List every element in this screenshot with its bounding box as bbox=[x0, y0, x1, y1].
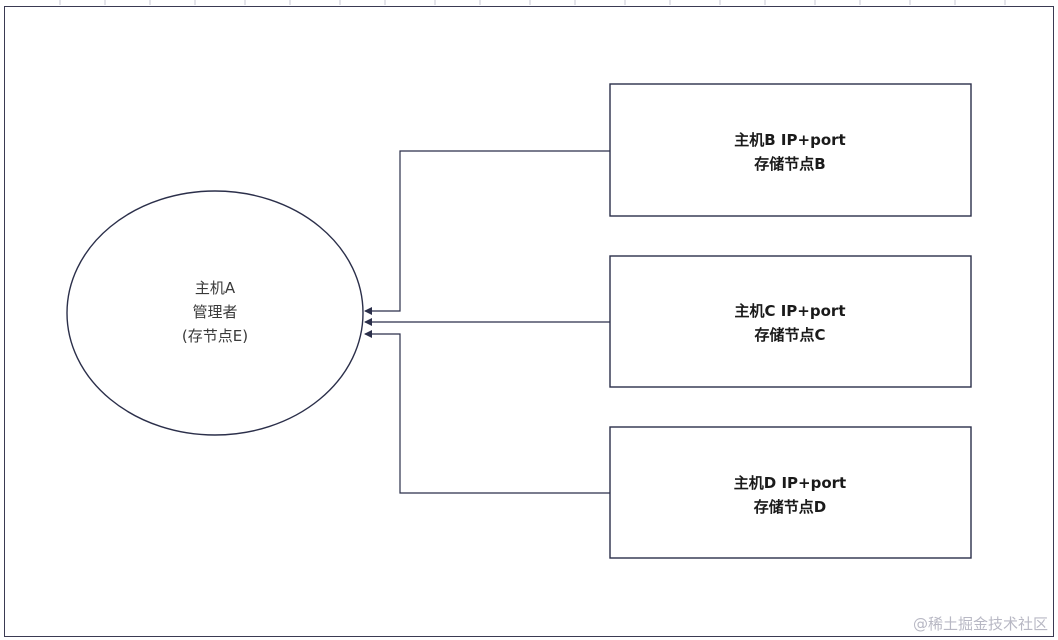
connector-b-to-a bbox=[364, 150, 610, 315]
node-c-line1: 主机C IP+port bbox=[734, 302, 846, 320]
connector-d-to-a bbox=[364, 330, 610, 494]
node-b-line2: 存储节点B bbox=[754, 155, 826, 173]
manager-ellipse bbox=[66, 190, 364, 436]
node-d-line1: 主机D IP+port bbox=[733, 474, 847, 492]
manager-label-line1: 主机A bbox=[194, 279, 236, 297]
manager-label: 主机A 管理者 (存节点E) bbox=[135, 276, 295, 348]
watermark-text: @稀土掘金技术社区 bbox=[912, 615, 1048, 633]
diagram-frame bbox=[4, 6, 1054, 637]
node-c-line2: 存储节点C bbox=[754, 326, 826, 344]
node-label-c: 主机C IP+port 存储节点C bbox=[690, 299, 890, 347]
node-box-d bbox=[609, 426, 972, 559]
node-d-line2: 存储节点D bbox=[753, 498, 827, 516]
node-b-line1: 主机B IP+port bbox=[734, 131, 846, 149]
manager-label-line2: 管理者 bbox=[192, 303, 238, 321]
node-label-d: 主机D IP+port 存储节点D bbox=[690, 471, 890, 519]
node-box-c bbox=[609, 255, 972, 388]
manager-label-line3: (存节点E) bbox=[181, 327, 249, 345]
node-label-b: 主机B IP+port 存储节点B bbox=[690, 128, 890, 176]
node-box-b bbox=[609, 83, 972, 217]
ruler-ticks bbox=[59, 0, 1006, 5]
top-ruler bbox=[0, 0, 1058, 6]
